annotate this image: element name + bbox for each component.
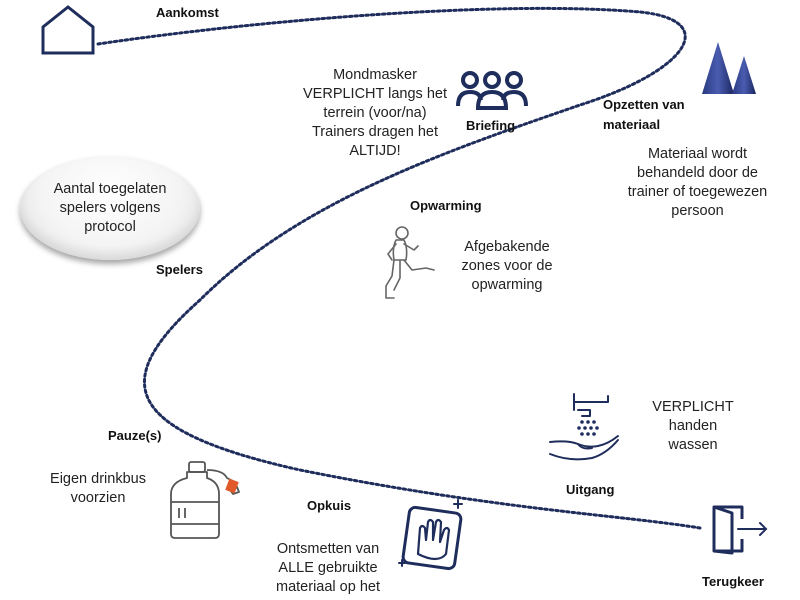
spelers-description: Aantal toegelaten spelers volgens protoc… bbox=[53, 180, 167, 235]
briefing-description: Mondmasker VERPLICHT langs het terrein (… bbox=[303, 67, 447, 159]
opzetten-label: Opzetten van materiaal bbox=[603, 97, 685, 132]
exit-door-icon bbox=[712, 505, 768, 555]
aankomst-label: Aankomst bbox=[156, 5, 219, 20]
opwarming-description: Afgebakende zones voor de opwarming bbox=[461, 239, 553, 293]
bottle-icon bbox=[170, 461, 240, 539]
uitgang-description: VERPLICHT handen wassen bbox=[652, 399, 734, 453]
uitgang-label: Uitgang bbox=[566, 482, 615, 497]
house-icon bbox=[41, 5, 95, 55]
pauze-label: Pauze(s) bbox=[108, 428, 162, 443]
runner-icon bbox=[385, 226, 435, 299]
spelers-label: Spelers bbox=[156, 262, 203, 277]
opwarming-label: Opwarming bbox=[410, 198, 482, 213]
handwash-icon bbox=[549, 393, 619, 461]
opkuis-label: Opkuis bbox=[307, 498, 352, 513]
cones-icon bbox=[702, 42, 756, 94]
spelers-bubble: Aantal toegelaten spelers volgens protoc… bbox=[20, 156, 200, 260]
pauze-description: Eigen drinkbus voorzien bbox=[50, 471, 146, 506]
opkuis-description: Ontsmetten van ALLE gebruikte materiaal … bbox=[276, 541, 380, 595]
team-icon bbox=[456, 71, 528, 110]
briefing-label: Briefing bbox=[466, 118, 516, 133]
terugkeer-label: Terugkeer bbox=[702, 574, 764, 589]
cleaning-icon bbox=[398, 499, 463, 571]
opzetten-description: Materiaal wordt behandeld door de traine… bbox=[627, 146, 768, 219]
